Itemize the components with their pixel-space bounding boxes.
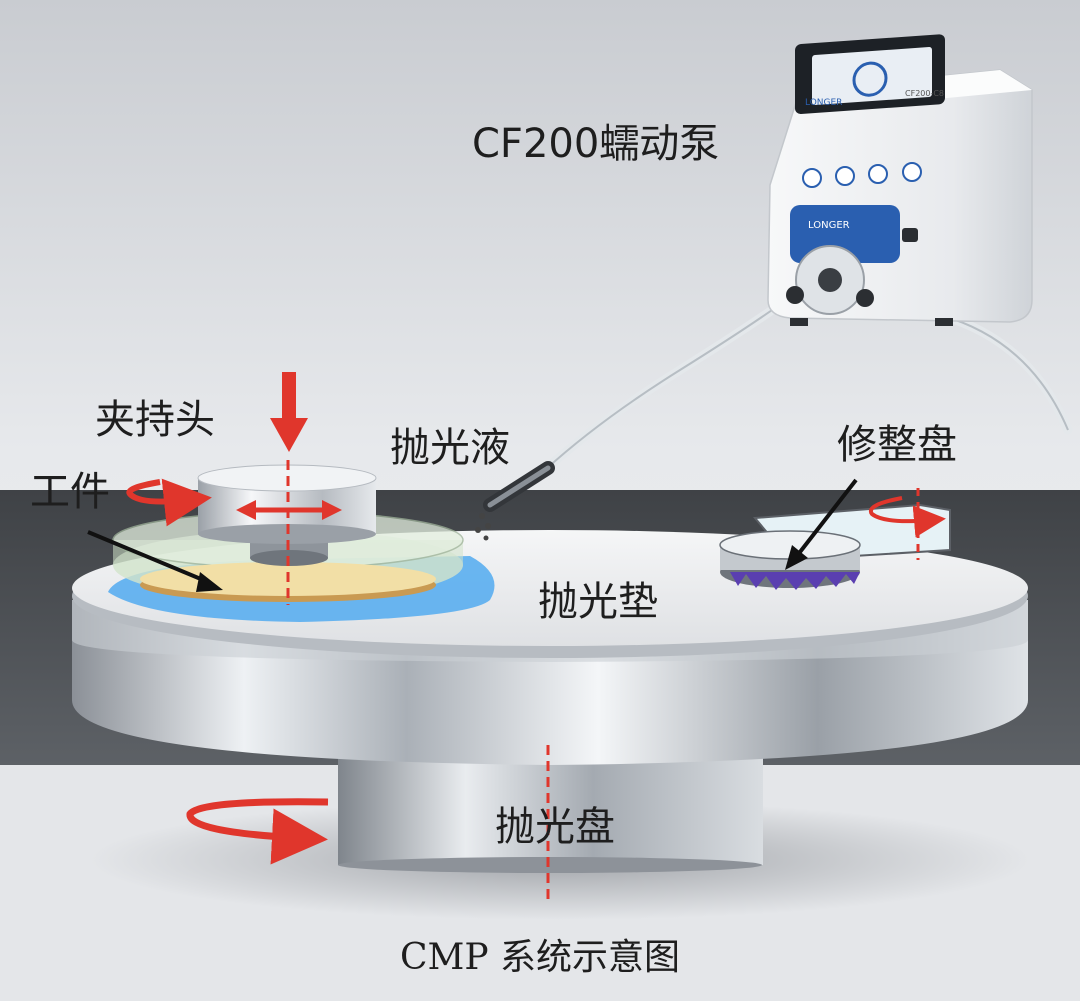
pump-model-top: CF200-C8 bbox=[905, 89, 944, 98]
slurry-nozzle bbox=[475, 461, 555, 541]
diagram-caption: CMP 系统示意图 bbox=[399, 937, 681, 978]
label-workpiece: 工件 bbox=[30, 469, 110, 515]
peristaltic-pump: LONGER CF200-C8 LONGER bbox=[767, 34, 1033, 326]
label-pump: CF200蠕动泵 bbox=[472, 121, 720, 167]
platen-rotation-arrow bbox=[186, 798, 329, 865]
label-clamp-head: 夹持头 bbox=[95, 397, 215, 443]
pressure-arrow bbox=[270, 372, 308, 452]
label-pad: 抛光垫 bbox=[538, 579, 658, 625]
label-dresser: 修整盘 bbox=[837, 422, 957, 468]
label-platen: 抛光盘 bbox=[495, 804, 615, 850]
pointer-arrows bbox=[87, 478, 858, 592]
workpiece-rotation-arrow bbox=[126, 478, 212, 527]
pump-knob bbox=[902, 228, 918, 242]
label-slurry: 抛光液 bbox=[390, 425, 510, 471]
oscillation-arrow bbox=[236, 500, 342, 520]
dresser-rotation-arrow bbox=[868, 496, 946, 538]
pump-head-brand: LONGER bbox=[808, 220, 850, 231]
pump-buttons bbox=[802, 162, 922, 188]
pump-brand-top: LONGER bbox=[805, 98, 842, 108]
